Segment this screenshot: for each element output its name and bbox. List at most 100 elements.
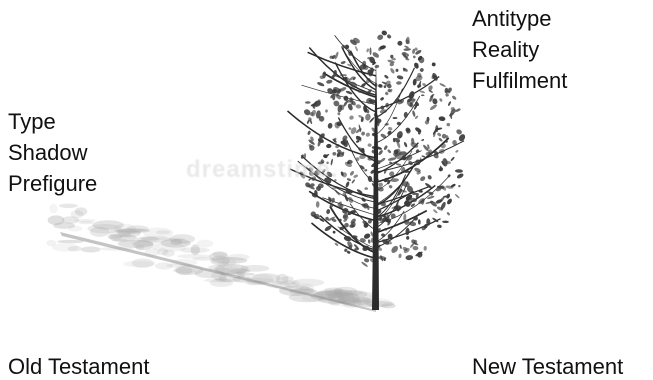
- leaf-cluster: [421, 155, 425, 158]
- shadow-blotch: [334, 289, 343, 294]
- leaf-cluster: [393, 117, 398, 119]
- leaf-cluster: [364, 187, 368, 190]
- leaf-cluster: [355, 46, 359, 52]
- leaf-cluster: [337, 112, 341, 116]
- shadow-blotch: [381, 303, 396, 308]
- leaf-cluster: [438, 148, 445, 154]
- leaf-cluster: [369, 47, 371, 55]
- leaf-cluster: [437, 132, 442, 137]
- leaf-cluster: [333, 231, 336, 234]
- leaf-cluster: [378, 84, 383, 88]
- leaf-cluster: [355, 157, 360, 162]
- type-labels: Type Shadow Prefigure: [8, 106, 97, 199]
- shadow-blotch: [48, 215, 65, 225]
- leaf-cluster: [364, 169, 368, 172]
- shadow-blotch: [170, 234, 196, 244]
- leaf-cluster: [368, 239, 371, 244]
- leaf-cluster: [345, 181, 350, 188]
- leaf-cluster: [445, 93, 449, 97]
- leaf-cluster: [447, 101, 451, 106]
- leaf-cluster: [388, 185, 393, 189]
- shadow-blotch: [162, 250, 175, 257]
- leaf-cluster: [385, 103, 389, 108]
- old-testament-label: Old Testament: [8, 354, 149, 380]
- shadow-blotch: [115, 228, 150, 233]
- leaf-cluster: [353, 174, 359, 179]
- leaf-cluster: [396, 121, 401, 125]
- leaf-cluster: [409, 221, 417, 227]
- leaf-cluster: [351, 210, 357, 213]
- leaf-cluster: [423, 246, 426, 251]
- label-type: Type: [8, 106, 97, 137]
- watermark: dreamstime.: [186, 156, 338, 184]
- leaf-cluster: [433, 209, 438, 214]
- leaf-cluster: [388, 157, 397, 162]
- leaf-cluster: [429, 103, 438, 110]
- branch: [376, 68, 415, 118]
- leaf-cluster: [454, 193, 460, 198]
- leaf-cluster: [437, 224, 442, 228]
- leaf-cluster: [303, 108, 312, 116]
- leaf-cluster: [351, 179, 355, 184]
- leaf-cluster: [421, 94, 425, 96]
- tree-shadow: [46, 204, 395, 312]
- leaf-cluster: [415, 149, 420, 154]
- leaf-cluster: [383, 145, 388, 151]
- antitype-labels: Antitype Reality Fulfilment: [472, 3, 567, 96]
- leaf-cluster: [399, 244, 402, 249]
- leaf-cluster: [439, 82, 446, 87]
- shadow-blotch: [143, 228, 173, 239]
- leaf-cluster: [347, 178, 352, 182]
- leaf-cluster: [446, 198, 453, 206]
- leaf-cluster: [331, 187, 336, 189]
- shadow-blotch: [210, 256, 230, 266]
- label-prefigure: Prefigure: [8, 168, 97, 199]
- leaf-cluster: [365, 113, 372, 121]
- leaf-cluster: [364, 258, 370, 263]
- leaf-cluster: [378, 182, 383, 186]
- leaf-cluster: [438, 137, 443, 142]
- shadow-blotch: [71, 210, 84, 218]
- leaf-cluster: [379, 109, 387, 114]
- new-testament-label: New Testament: [472, 354, 623, 380]
- leaf-cluster: [349, 170, 355, 176]
- leaf-cluster: [355, 104, 361, 109]
- leaf-cluster: [334, 189, 340, 196]
- shadow-blotch: [68, 226, 82, 232]
- leaf-cluster: [390, 245, 399, 255]
- shadow-blotch: [177, 254, 211, 258]
- leaf-cluster: [317, 81, 325, 87]
- leaf-cluster: [388, 126, 393, 131]
- leaf-cluster: [458, 133, 467, 142]
- leaf-cluster: [438, 166, 444, 172]
- shadow-blotch: [81, 247, 101, 253]
- leaf-cluster: [455, 108, 461, 113]
- leaf-cluster: [307, 130, 311, 135]
- leaf-cluster: [455, 149, 459, 153]
- leaf-cluster: [412, 110, 416, 117]
- shadow-blotch: [46, 240, 56, 246]
- leaf-cluster: [365, 132, 371, 138]
- leaf-cluster: [378, 149, 384, 156]
- leaf-cluster: [367, 143, 372, 147]
- leaf-cluster: [432, 62, 436, 66]
- shadow-blotch: [204, 279, 233, 283]
- leaf-cluster: [374, 65, 379, 69]
- leaf-cluster: [442, 158, 448, 167]
- leaf-cluster: [389, 67, 395, 74]
- leaf-cluster: [403, 48, 411, 51]
- shadow-blotch: [197, 240, 214, 248]
- label-fulfilment: Fulfilment: [472, 65, 567, 96]
- leaf-cluster: [326, 79, 333, 84]
- trunk-shadow: [60, 232, 376, 312]
- leaf-cluster: [406, 236, 409, 240]
- leaf-cluster: [325, 109, 328, 112]
- leaf-cluster: [427, 174, 433, 180]
- shadow-blotch: [155, 263, 173, 270]
- leaf-cluster: [326, 143, 332, 148]
- leaf-cluster: [348, 127, 352, 130]
- label-shadow: Shadow: [8, 137, 97, 168]
- leaf-cluster: [316, 201, 320, 208]
- leaf-cluster: [403, 142, 408, 148]
- leaf-cluster: [458, 185, 461, 188]
